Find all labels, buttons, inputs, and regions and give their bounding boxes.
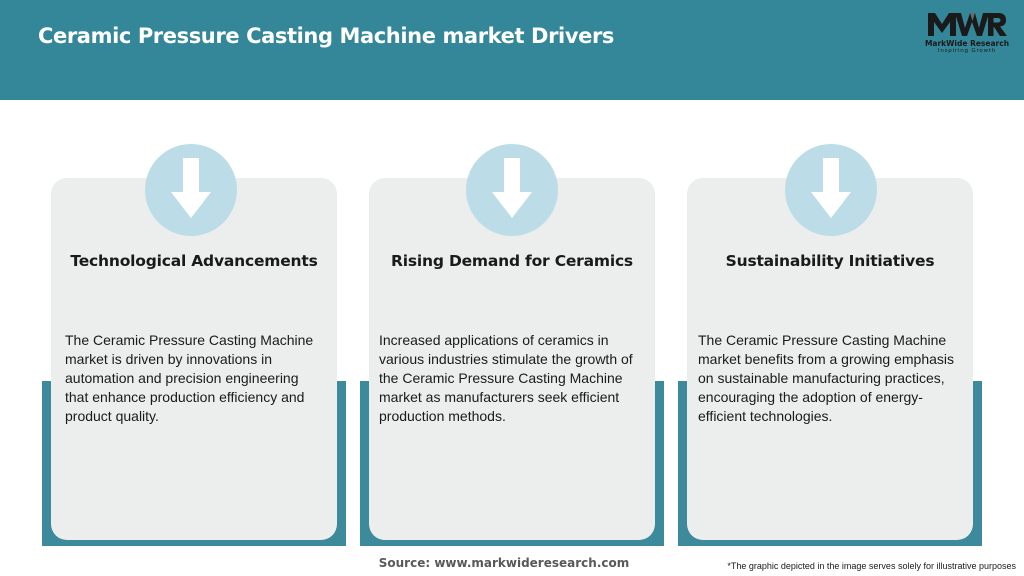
source-text: Source: www.markwideresearch.com [378, 556, 630, 570]
card-title: Technological Advancements [70, 252, 318, 270]
card-text: Increased applications of ceramics in va… [379, 332, 633, 424]
arrow-down-icon [492, 158, 532, 218]
page-title: Ceramic Pressure Casting Machine market … [38, 24, 615, 48]
disclaimer: *The graphic depicted in the image serve… [727, 561, 1016, 571]
card-panel [369, 178, 655, 540]
source-credit: Source: www.markwideresearch.com [0, 556, 1010, 570]
card-text: The Ceramic Pressure Casting Machine mar… [65, 332, 314, 424]
mwr-logo-icon [928, 13, 1007, 36]
arrow-down-icon [171, 158, 211, 218]
card-panel [687, 178, 973, 540]
card-title: Sustainability Initiatives [725, 252, 935, 270]
card-panel [51, 178, 337, 540]
arrow-down-icon [785, 144, 877, 236]
arrow-down-icon [145, 144, 237, 236]
header-banner: Ceramic Pressure Casting Machine market … [0, 0, 1024, 100]
logo-name: MarkWide Research [924, 39, 1010, 48]
arrow-down-icon [811, 158, 851, 218]
arrow-down-icon [466, 144, 558, 236]
logo-tagline: Inspiring Growth [937, 48, 997, 54]
logo: MarkWide Research Inspiring Growth [920, 10, 1014, 60]
card-text: The Ceramic Pressure Casting Machine mar… [698, 332, 954, 424]
card-title: Rising Demand for Ceramics [391, 252, 633, 270]
